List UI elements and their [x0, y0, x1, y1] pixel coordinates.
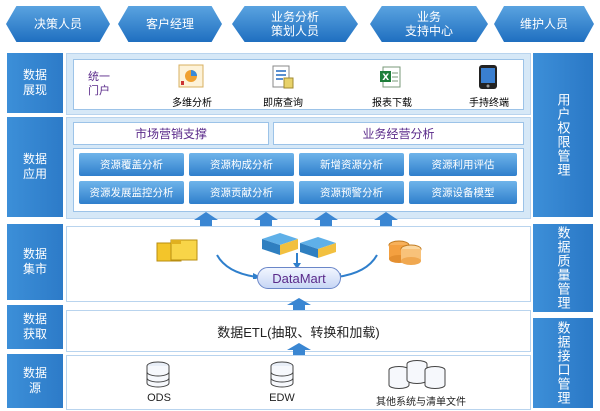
app-resource-coverage[interactable]: 资源覆盖分析 [79, 153, 184, 176]
document-search-icon [270, 64, 296, 90]
right-label-user-permission: 用户权限管理 [533, 53, 593, 217]
handheld-device-icon [478, 64, 498, 90]
portal-item-handheld[interactable]: 手持终端 [469, 98, 509, 109]
cube-chart-icon [178, 64, 204, 88]
datamart-node[interactable]: DataMart [257, 267, 341, 289]
portal-item-multidimensional[interactable]: 多维分析 [172, 98, 212, 109]
layer-label-mart: 数据集市 [7, 224, 63, 300]
flow-arrow-etl-to-mart [287, 298, 311, 312]
etl-label: 数据ETL(抽取、转换和加载) [217, 324, 380, 340]
app-resource-equipment-model[interactable]: 资源设备模型 [409, 181, 517, 204]
source-other-label: 其他系统与清单文件 [376, 397, 466, 408]
role-text: 业务分析 策划人员 [270, 10, 319, 38]
database-other-systems-icon [388, 360, 446, 389]
app-resource-composition[interactable]: 资源构成分析 [189, 153, 294, 176]
layer-label-source: 数据源 [7, 354, 63, 408]
folder-stack-icon [156, 239, 198, 262]
database-ods-icon [146, 361, 170, 388]
datamart-label: DataMart [272, 270, 326, 286]
app-resource-contribution[interactable]: 资源贡献分析 [189, 181, 294, 204]
layer-label-acquisition: 数据获取 [7, 305, 63, 349]
source-ods-label: ODS [147, 392, 171, 404]
app-resource-warning[interactable]: 资源预警分析 [299, 181, 404, 204]
app-resource-monitoring[interactable]: 资源发展监控分析 [79, 181, 184, 204]
app-grid: 资源覆盖分析 资源构成分析 新增资源分析 资源利用评估 资源发展监控分析 资源贡… [73, 148, 524, 212]
portal-box: 统一门户 多维分析 即席查询 [73, 59, 524, 110]
layer-label-application: 数据应用 [7, 117, 63, 217]
application-panel: 市场营销支撑 业务经营分析 资源覆盖分析 资源构成分析 新增资源分析 资源利用评… [66, 117, 531, 219]
role-maintenance-staff: 维护人员 [494, 6, 594, 42]
source-edw-label: EDW [269, 392, 295, 404]
marketing-support-header[interactable]: 市场营销支撑 [73, 122, 269, 145]
role-business-analysts: 业务分析 策划人员 [232, 6, 358, 42]
flow-arrows-mart-to-apps [194, 212, 398, 228]
app-resource-utilization[interactable]: 资源利用评估 [409, 153, 517, 176]
portal-title: 统一门户 [88, 71, 110, 97]
spreadsheet-icon: X [379, 65, 403, 89]
source-panel: ODS EDW 其他系统与清单文件 [66, 355, 531, 410]
portal-item-report-download[interactable]: 报表下载 [372, 98, 412, 109]
marketing-support-label: 市场营销支撑 [134, 127, 207, 141]
flow-arrow-source-to-etl [287, 343, 311, 357]
portal-item-adhoc-query[interactable]: 即席查询 [263, 98, 303, 109]
business-analysis-header[interactable]: 业务经营分析 [273, 122, 524, 145]
business-analysis-label: 业务经营分析 [362, 127, 435, 141]
role-decision-makers: 决策人员 [6, 6, 110, 42]
presentation-panel: 统一门户 多维分析 即席查询 [66, 53, 531, 115]
app-new-resource[interactable]: 新增资源分析 [299, 153, 404, 176]
right-label-data-interface: 数据接口管理 [533, 318, 593, 408]
svg-text:X: X [382, 73, 389, 83]
database-orange-icon [388, 240, 422, 265]
mart-panel: DataMart [66, 226, 531, 302]
layer-label-presentation: 数据展现 [7, 53, 63, 113]
server-cluster-icon [262, 233, 336, 258]
role-account-managers: 客户经理 [118, 6, 222, 42]
role-support-center: 业务 支持中心 [370, 6, 488, 42]
right-label-data-quality: 数据质量管理 [533, 224, 593, 312]
database-edw-icon [270, 361, 294, 388]
